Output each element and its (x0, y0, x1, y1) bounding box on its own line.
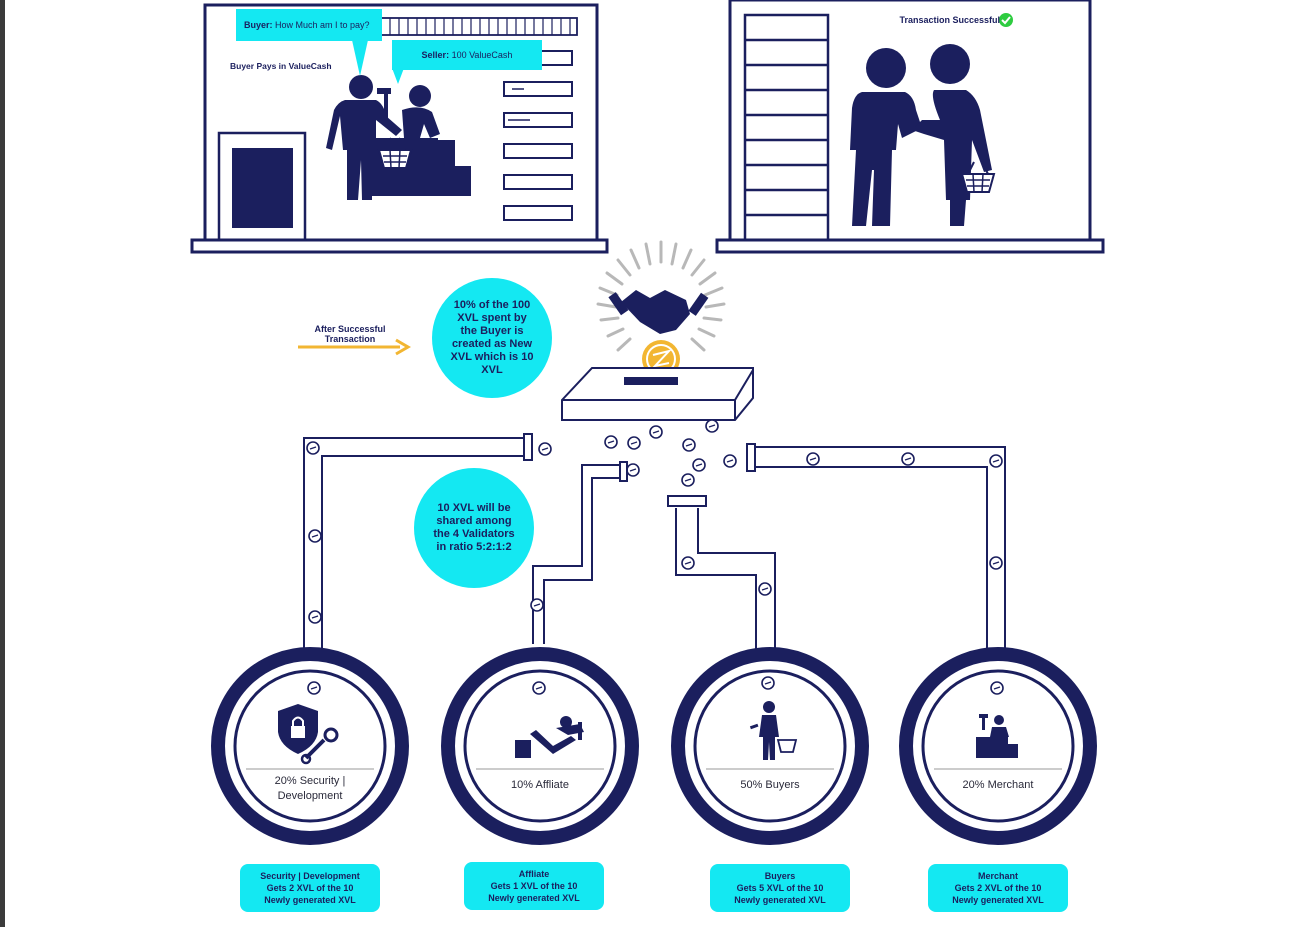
after-transaction-line2: Transaction (324, 334, 376, 344)
relaxing-person-luggage-icon (515, 716, 584, 758)
buyers-card-line3: Newly generated XVL (734, 895, 826, 905)
transaction-success-scene (715, 0, 1105, 254)
affiliate-reward-card: Affliate Gets 1 XVL of the 10 Newly gene… (464, 862, 604, 910)
validator-affiliate-line1: 10% Affliate (511, 779, 569, 791)
merchant-card-title: Merchant (977, 871, 1018, 881)
security-card-title: Security | Development (260, 871, 360, 881)
validator-security-line2: Development (277, 790, 343, 802)
affiliate-card-title: Affliate (518, 869, 550, 879)
seller-speech-bubble: Seller: 100 ValueCash (392, 40, 542, 70)
cashier-counter-icon (976, 714, 1018, 758)
buyer-bubble-label: Buyer: (244, 20, 273, 30)
buyer-bubble-text: How Much am I to pay? (272, 20, 370, 30)
validator-merchant-line1: 20% Merchant (962, 779, 1034, 791)
distribution-pipes (303, 433, 1006, 650)
security-shield-wrench-icon (278, 704, 339, 765)
validator-buyers-label: 50% Buyers (710, 778, 830, 793)
window-edge (0, 0, 5, 927)
seller-bubble-tail (392, 68, 404, 84)
pipe-gauges (306, 441, 1003, 624)
falling-coins (538, 419, 737, 477)
validator-buyers-line1: 50% Buyers (740, 779, 800, 791)
sharing-info-bubble: 10 XVL will be shared among the 4 Valida… (414, 468, 534, 588)
validator-affiliate-label: 10% Affliate (480, 778, 600, 793)
creation-info-bubble: 10% of the 100 XVL spent by the Buyer is… (432, 278, 552, 398)
security-card-line3: Newly generated XVL (264, 895, 356, 905)
security-card-line2: Gets 2 XVL of the 10 (266, 883, 354, 893)
validator-security-line1: 20% Security | (274, 775, 346, 787)
seller-bubble-text: 100 ValueCash (449, 50, 513, 60)
store-checkout-scene (190, 3, 609, 254)
buyers-reward-card: Buyers Gets 5 XVL of the 10 Newly genera… (710, 864, 850, 912)
coin-deposit-box (561, 367, 754, 421)
success-check-icon (999, 13, 1013, 27)
handshake-icon (608, 290, 709, 334)
after-transaction-line1: After Successful (314, 324, 386, 334)
after-transaction-arrow (298, 338, 411, 356)
validator-security-label: 20% Security | Development (250, 774, 370, 804)
security-reward-card: Security | Development Gets 2 XVL of the… (240, 864, 380, 912)
validator-merchant-label: 20% Merchant (938, 778, 1058, 793)
affiliate-card-line2: Gets 1 XVL of the 10 (490, 881, 578, 891)
merchant-card-line3: Newly generated XVL (952, 895, 1044, 905)
after-transaction-label: After Successful Transaction (300, 324, 400, 344)
buyer-bubble-tail (352, 40, 368, 76)
affiliate-card-line3: Newly generated XVL (488, 893, 580, 903)
buyer-speech-bubble: Buyer: How Much am I to pay? (236, 9, 382, 41)
transaction-status: Transaction Successful (899, 15, 1000, 25)
seller-bubble-label: Seller: (421, 50, 450, 60)
merchant-reward-card: Merchant Gets 2 XVL of the 10 Newly gene… (928, 864, 1068, 912)
shopper-basket-icon (749, 701, 798, 760)
buyers-card-line2: Gets 5 XVL of the 10 (736, 883, 824, 893)
buyers-card-title: Buyers (764, 871, 796, 881)
validator-rings (211, 647, 1097, 845)
buyer-pays-text: Buyer Pays in ValueCash (230, 61, 332, 71)
merchant-card-line2: Gets 2 XVL of the 10 (954, 883, 1042, 893)
